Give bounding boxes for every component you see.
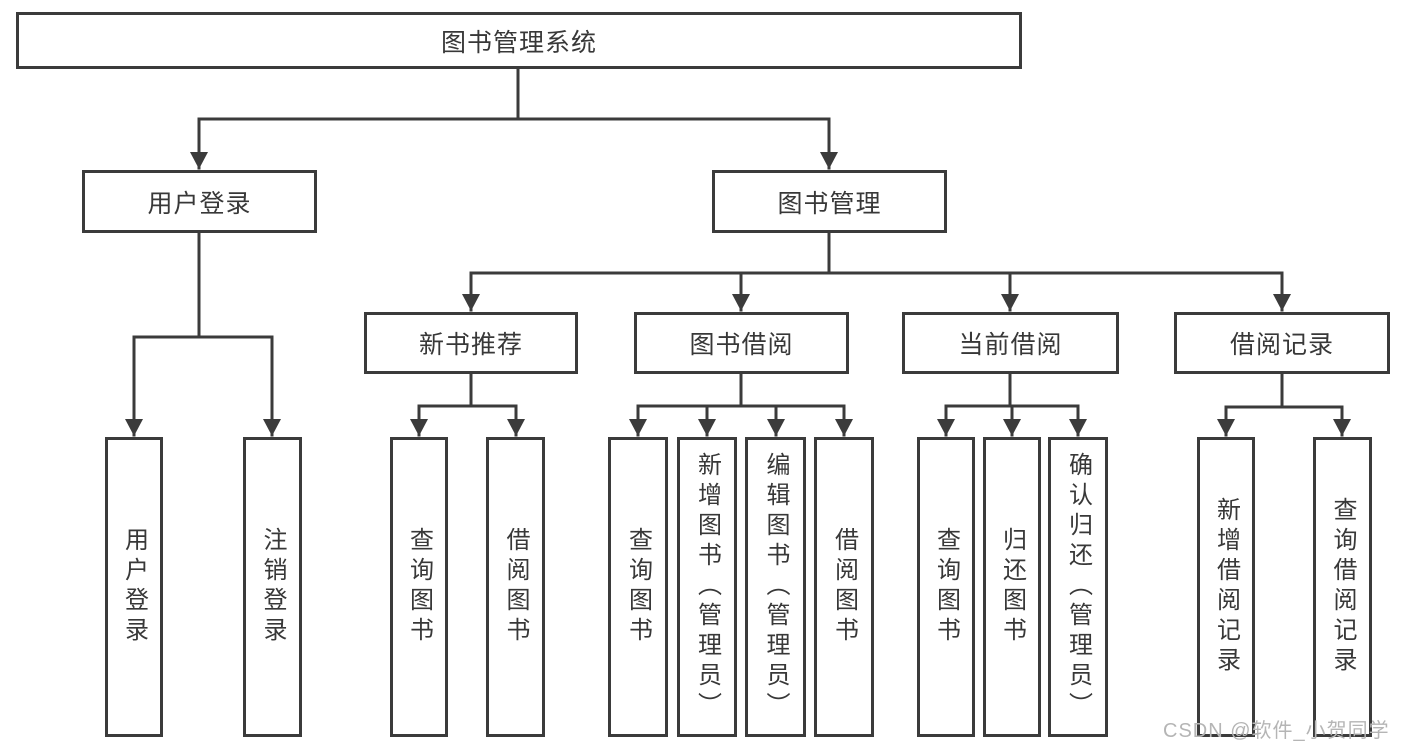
- node-user-login: 用户登录: [82, 170, 317, 233]
- node-label: 归还图书: [998, 527, 1026, 647]
- arrow-lines: [125, 117, 1351, 437]
- node-current-borrowing: 当前借阅: [902, 312, 1119, 374]
- node-label: 编辑图书（管理员）: [762, 452, 789, 722]
- leaf-borrow-books: 借阅图书: [814, 437, 874, 737]
- node-label: 借阅图书: [830, 527, 858, 647]
- leaf-confirm-return-admin: 确认归还（管理员）: [1048, 437, 1108, 737]
- node-label: 查询图书: [405, 527, 433, 647]
- leaf-return-books: 归还图书: [983, 437, 1041, 737]
- node-label: 图书管理系统: [440, 28, 597, 57]
- node-label: 新增借阅记录: [1212, 497, 1240, 677]
- tree-branch-lines: [132, 66, 1344, 409]
- node-label: 用户登录: [147, 189, 252, 218]
- leaf-add-books-admin: 新增图书（管理员）: [677, 437, 737, 737]
- leaf-add-borrow-record: 新增借阅记录: [1197, 437, 1255, 737]
- node-label: 图书管理: [777, 189, 882, 218]
- node-label: 注销登录: [259, 527, 286, 647]
- leaf-edit-books-admin: 编辑图书（管理员）: [745, 437, 806, 737]
- leaf-query-books-current: 查询图书: [917, 437, 975, 737]
- node-label: 查询借阅记录: [1329, 497, 1356, 677]
- node-label: 借阅图书: [502, 527, 529, 647]
- leaf-borrow-books-recommend: 借阅图书: [486, 437, 545, 737]
- watermark: CSDN @软件_小贺同学: [1163, 720, 1390, 742]
- leaf-query-books: 查询图书: [608, 437, 668, 737]
- leaf-logout: 注销登录: [243, 437, 302, 737]
- node-label: 新增图书（管理员）: [693, 452, 721, 722]
- node-label: 借阅记录: [1229, 331, 1334, 359]
- node-label: 确认归还（管理员）: [1064, 452, 1092, 722]
- node-book-management: 图书管理: [712, 170, 947, 233]
- node-new-book-recommend: 新书推荐: [364, 312, 578, 374]
- leaf-user-login: 用户登录: [105, 437, 163, 737]
- node-label: 用户登录: [120, 527, 148, 647]
- leaf-query-books-recommend: 查询图书: [390, 437, 448, 737]
- node-label: 图书借阅: [689, 331, 794, 359]
- node-library-management-system: 图书管理系统: [16, 12, 1022, 69]
- node-label: 查询图书: [624, 527, 652, 647]
- node-label: 当前借阅: [958, 331, 1063, 359]
- node-label: 查询图书: [932, 527, 960, 647]
- node-book-borrowing: 图书借阅: [634, 312, 849, 374]
- node-borrowing-records: 借阅记录: [1174, 312, 1390, 374]
- leaf-query-borrow-record: 查询借阅记录: [1313, 437, 1372, 737]
- node-label: 新书推荐: [418, 331, 523, 359]
